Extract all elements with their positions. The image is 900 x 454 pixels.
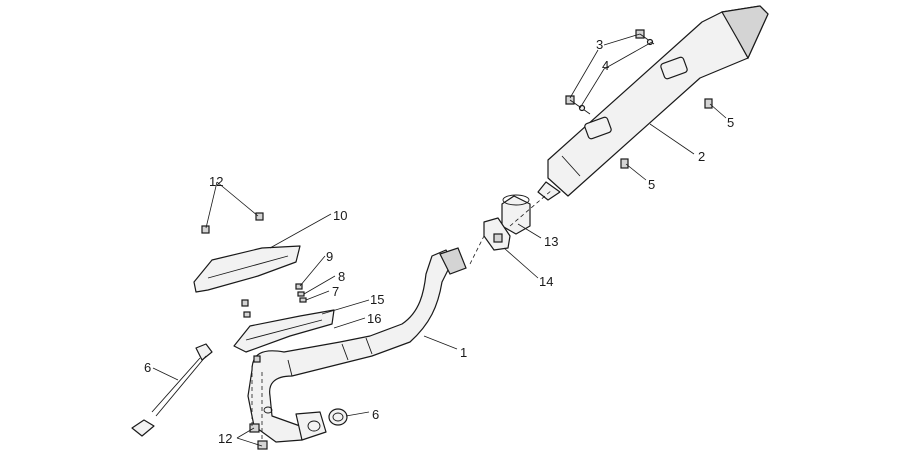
hardware-8 — [299, 297, 307, 303]
grommet-upper — [704, 98, 713, 109]
leader-lines — [152, 33, 727, 447]
screw-left-c — [253, 355, 261, 363]
callout-15: 14 — [539, 274, 553, 289]
callout-12: 12 — [209, 174, 223, 189]
grommet-lower — [620, 158, 629, 169]
screw-left-b — [243, 311, 251, 318]
silencer-bracket-lower — [584, 116, 612, 140]
callouts: 3 4 5 5 2 13 14 1 6 6 12 10 9 8 7 15 16 … — [144, 37, 734, 446]
header-flange — [295, 411, 327, 441]
silencer-bracket-upper — [660, 56, 688, 80]
nut-a — [249, 423, 260, 433]
oxygen-sensor — [131, 343, 213, 437]
upper-heat-shield — [193, 245, 301, 293]
callout-14: 13 — [544, 234, 558, 249]
callout-7: 6 — [372, 407, 379, 422]
callout-17: 16 — [367, 311, 381, 326]
callout-5-upper: 5 — [727, 115, 734, 130]
callout-6: 6 — [144, 360, 151, 375]
callout-2: 2 — [698, 149, 705, 164]
callout-9: 8 — [338, 269, 345, 284]
callout-11: 10 — [333, 208, 347, 223]
washer-upper — [646, 38, 654, 46]
callout-10: 9 — [326, 249, 333, 264]
gasket — [328, 408, 348, 426]
callout-1: 1 — [460, 345, 467, 360]
callout-16: 15 — [370, 292, 384, 307]
screw-left-a — [241, 299, 249, 307]
hardware-10 — [295, 283, 303, 290]
callout-8: 7 — [332, 284, 339, 299]
callout-13: 12 — [218, 431, 232, 446]
lower-heat-shield — [233, 309, 335, 353]
hardware-9 — [297, 291, 305, 297]
callout-4: 4 — [602, 58, 609, 73]
shield-screw-b — [255, 212, 264, 221]
silencer — [537, 5, 769, 201]
callout-3: 3 — [596, 37, 603, 52]
sleeve — [501, 194, 531, 235]
shield-screw-a — [201, 225, 210, 234]
callout-5-lower: 5 — [648, 177, 655, 192]
exhaust-header — [247, 247, 467, 443]
